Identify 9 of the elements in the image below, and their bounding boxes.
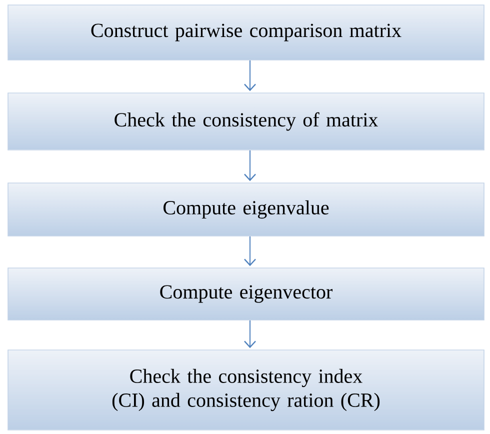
arrow xyxy=(244,150,256,182)
arrow xyxy=(244,320,256,348)
arrow xyxy=(244,236,256,266)
process-box: Compute eigenvalue xyxy=(8,182,484,236)
process-box: Construct pairwise comparison matrix xyxy=(8,4,484,60)
process-box: Check the consistency index (CI) and consistency ration (CR) xyxy=(8,350,484,430)
process-box: Compute eigenvector xyxy=(8,268,484,320)
arrow xyxy=(244,60,256,92)
process-box: Check the consistency of matrix xyxy=(8,92,484,150)
